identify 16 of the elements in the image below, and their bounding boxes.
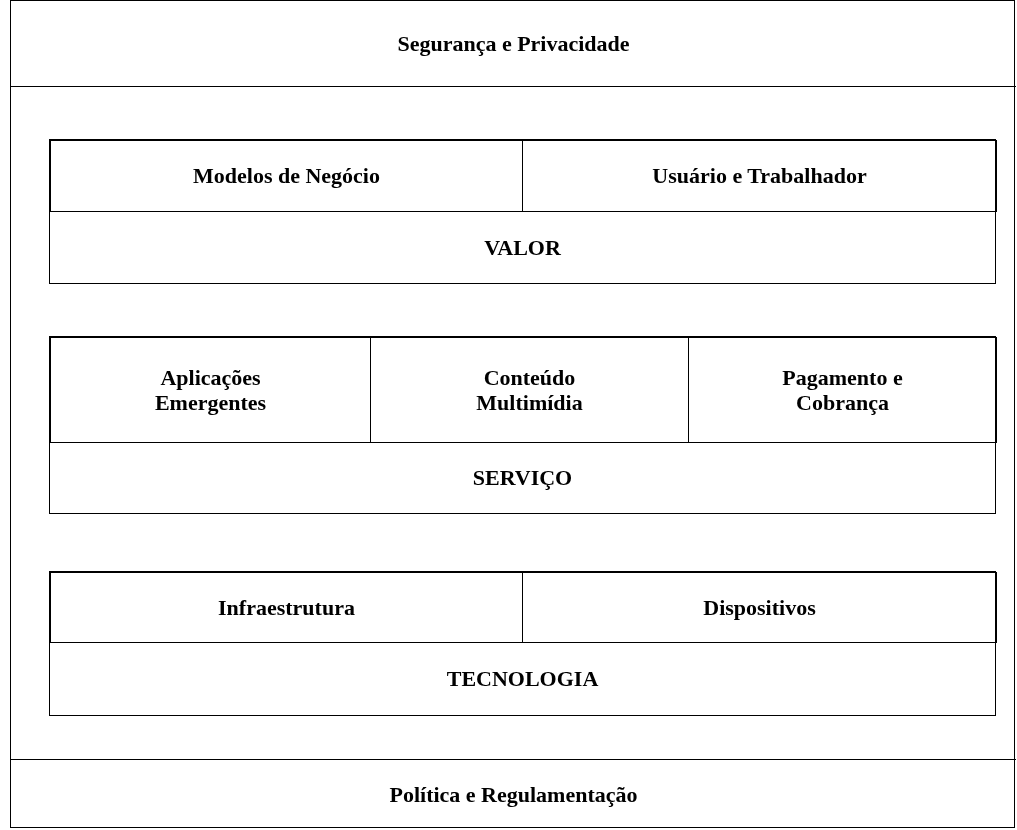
diagram-frame	[10, 0, 1015, 828]
category-cell: Conteúdo Multimídia	[370, 337, 689, 443]
category-cell: Dispositivos	[522, 572, 997, 643]
layer-box	[49, 336, 996, 514]
header-band: Segurança e Privacidade	[11, 1, 1016, 87]
category-cell: Pagamento e Cobrança	[688, 337, 997, 443]
layer-box	[49, 571, 996, 716]
layer-title: VALOR	[483, 233, 562, 262]
category-cell: Aplicações Emergentes	[50, 337, 371, 443]
layer-title: TECNOLOGIA	[445, 665, 600, 693]
category-cell: Modelos de Negócio	[50, 140, 523, 212]
layer-box	[49, 139, 996, 284]
layer-title: SERVIÇO	[471, 463, 574, 492]
category-cell: Infraestrutura	[50, 572, 523, 643]
footer-band: Política e Regulamentação	[11, 759, 1016, 829]
category-cell: Usuário e Trabalhador	[522, 140, 997, 212]
